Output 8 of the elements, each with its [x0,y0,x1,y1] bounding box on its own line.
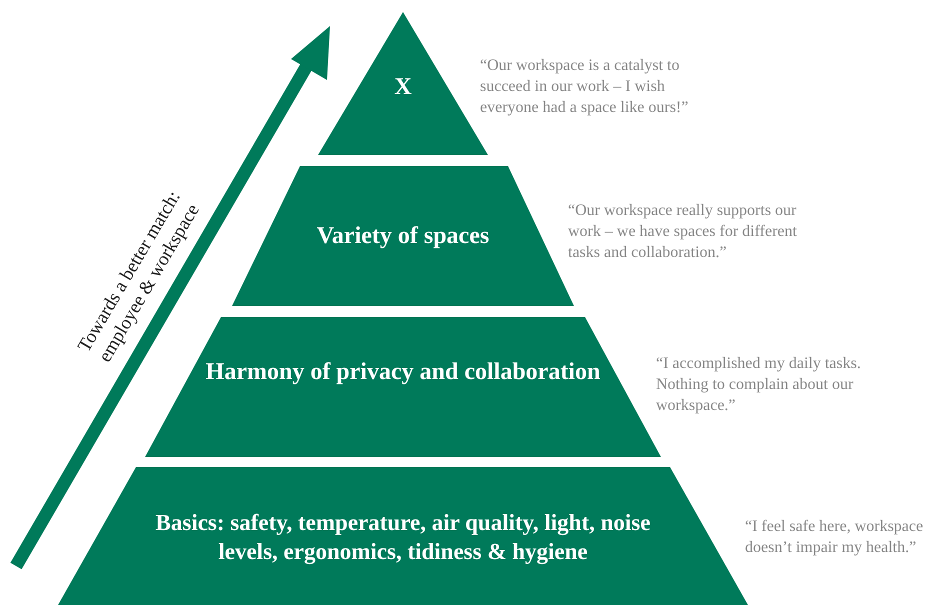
tier-label: Harmony of privacy and collaboration [205,358,601,387]
quote-text: “Our workspace is a catalyst to succeed in our work – I wish everyone had a space like ours!” [480,56,690,118]
quote-text: “I accomplished my daily tasks. Nothing to complain about our workspace.” [656,354,862,416]
tier-label: X [393,73,413,102]
quote-text: “Our workspace really supports our work – we have spaces for different tasks and collaboration.” [568,201,798,263]
quote-text: “I feel safe here, workspace doesn’t impair my health.” [745,517,924,558]
tier-label: Basics: safety, temperature, air quality, light, noise levels, ergonomics, tidiness & hygiene [154,509,652,566]
tier-label: Variety of spaces [316,222,490,251]
